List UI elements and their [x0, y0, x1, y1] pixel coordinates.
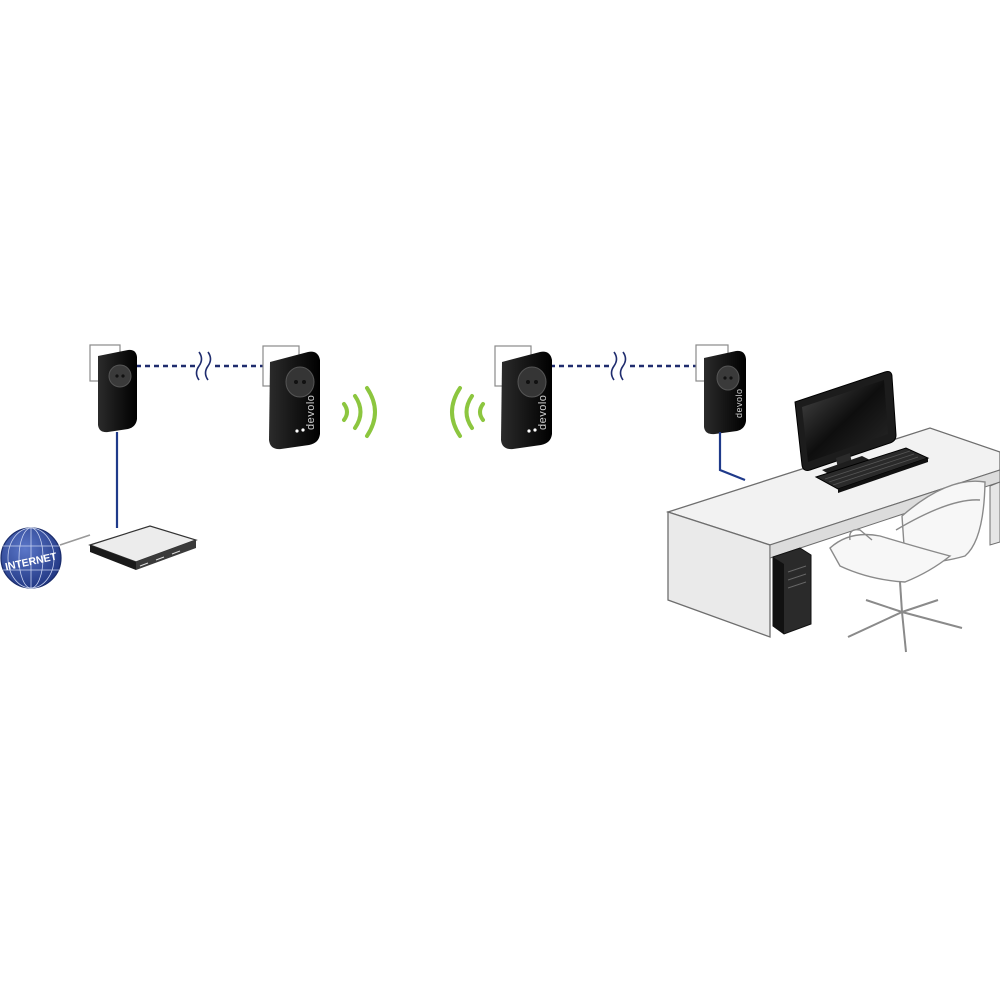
brand-label-adapter-4: devolo: [734, 388, 744, 418]
brand-label-adapter-3: devolo: [537, 395, 549, 430]
powerline-link-left: [136, 351, 268, 381]
dsl-cable: [59, 534, 91, 546]
monitor: [794, 371, 897, 476]
office-chair: [829, 480, 986, 653]
powerline-adapter-1: [89, 344, 137, 433]
wifi-signal-icon-right: [342, 386, 377, 438]
keyboard: [814, 447, 930, 493]
internet-globe-icon: INTERNET: [0, 527, 62, 589]
router: [88, 525, 198, 570]
powerline-wifi-adapter-2: devolo: [494, 345, 552, 450]
powerline-link-right: [550, 351, 697, 381]
brand-label-adapter-2: devolo: [305, 395, 317, 430]
powerline-wifi-adapter-1: devolo: [262, 345, 320, 450]
powerline-adapter-2: devolo: [695, 344, 746, 435]
wifi-signal-icon-left: [450, 386, 485, 438]
pc-tower: [772, 547, 812, 635]
ethernet-cable-computer: [718, 432, 746, 482]
